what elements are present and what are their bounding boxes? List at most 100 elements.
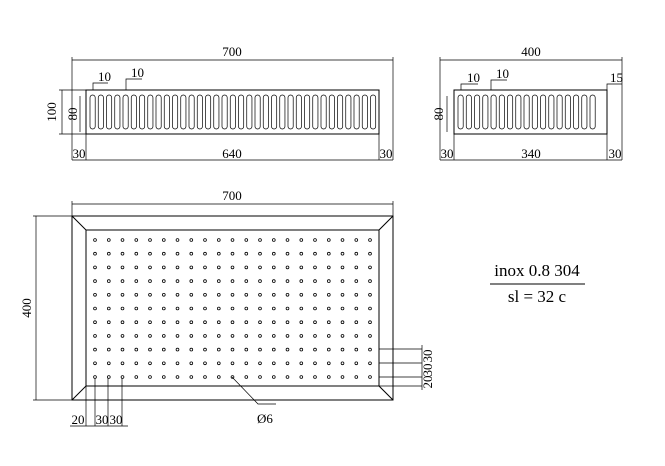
drain-hole [230, 347, 235, 352]
quantity-label: sl = 32 c [508, 287, 567, 306]
front-slot [114, 94, 121, 130]
drain-hole [107, 375, 111, 379]
drain-hole [93, 265, 97, 270]
front-slot-row [89, 94, 377, 130]
plan-right-dim-1: 30 [420, 350, 435, 363]
drain-hole [162, 251, 166, 256]
drain-hole [258, 292, 262, 297]
drain-hole [217, 334, 221, 338]
side-view: 400 10 10 15 80 30 340 30 [431, 44, 623, 161]
drain-hole [244, 334, 249, 338]
drain-hole [258, 361, 262, 366]
drain-hole [340, 279, 345, 283]
drain-hole [299, 238, 304, 242]
drain-hole [134, 251, 139, 256]
drain-hole [368, 320, 372, 325]
drain-hole [313, 279, 317, 283]
drain-hole [217, 375, 221, 379]
front-slot [370, 94, 377, 130]
drain-hole [313, 306, 317, 311]
drain-hole [120, 279, 125, 283]
drain-hole [93, 251, 97, 256]
front-slot [279, 94, 286, 130]
drain-hole [162, 320, 166, 325]
front-slot [320, 94, 327, 130]
drain-hole [244, 320, 249, 325]
drain-hole [368, 347, 372, 352]
drain-hole [189, 320, 194, 325]
front-slot [312, 94, 319, 130]
front-slot-pitch-label: 10 [131, 65, 144, 80]
drain-hole [258, 279, 262, 283]
front-slot [155, 94, 162, 130]
drain-hole [285, 292, 290, 297]
front-slot [221, 94, 228, 130]
drain-hole [340, 265, 345, 270]
drain-hole [285, 320, 290, 325]
drain-hole [354, 334, 359, 338]
drain-hole [340, 251, 345, 256]
drain-hole [175, 265, 180, 270]
side-view-outline [453, 89, 608, 135]
drain-hole [313, 292, 317, 297]
drain-hole [134, 306, 139, 311]
drain-hole [340, 347, 345, 352]
front-slot [361, 94, 368, 130]
material-note: inox 0.8 304 sl = 32 c [490, 261, 585, 306]
drain-hole [162, 238, 166, 242]
front-slot [238, 94, 245, 130]
drain-hole [148, 238, 152, 242]
drain-hole [93, 334, 97, 338]
drain-hole [299, 251, 304, 256]
drain-hole [299, 279, 304, 283]
drain-hole [271, 306, 276, 311]
drain-hole [203, 265, 207, 270]
drain-hole [189, 279, 194, 283]
drain-hole [244, 265, 249, 270]
drain-hole [107, 361, 111, 366]
drain-hole [203, 334, 207, 338]
drain-hole [299, 347, 304, 352]
hole-diameter-leader [231, 376, 276, 405]
front-slot [89, 94, 96, 130]
drain-hole [258, 334, 262, 338]
drain-hole [326, 334, 331, 338]
drain-hole [326, 265, 331, 270]
drain-hole [134, 279, 139, 283]
drain-hole [120, 320, 125, 325]
drain-hole [134, 334, 139, 338]
drain-hole [175, 251, 180, 256]
drain-hole [285, 279, 290, 283]
drain-hole [107, 265, 111, 270]
plan-right-dim-3: 20 [420, 376, 435, 389]
side-slot-span-label: 340 [521, 146, 541, 161]
front-slot-width-label: 10 [98, 69, 111, 84]
material-label: inox 0.8 304 [494, 261, 580, 280]
drain-hole [313, 375, 317, 379]
side-slot [474, 94, 481, 130]
drain-hole [203, 347, 207, 352]
drain-hole [230, 361, 235, 366]
drain-hole [93, 347, 97, 352]
front-slot [97, 94, 104, 130]
drain-hole [230, 292, 235, 297]
drain-hole [134, 238, 139, 242]
drain-hole [258, 320, 262, 325]
drain-hole [313, 334, 317, 338]
drain-hole [189, 292, 194, 297]
drain-hole [148, 265, 152, 270]
drain-hole [313, 251, 317, 256]
front-slot [254, 94, 261, 130]
drain-hole [285, 347, 290, 352]
drain-hole [162, 375, 166, 379]
plan-corner-br [378, 385, 394, 401]
drain-hole [175, 292, 180, 297]
front-slot [172, 94, 179, 130]
drain-hole [120, 361, 125, 366]
drain-hole [313, 238, 317, 242]
drain-hole [326, 347, 331, 352]
side-flange-leader [606, 83, 622, 90]
drain-hole [217, 238, 221, 242]
drain-hole [148, 292, 152, 297]
plan-corner-tr [378, 215, 394, 231]
